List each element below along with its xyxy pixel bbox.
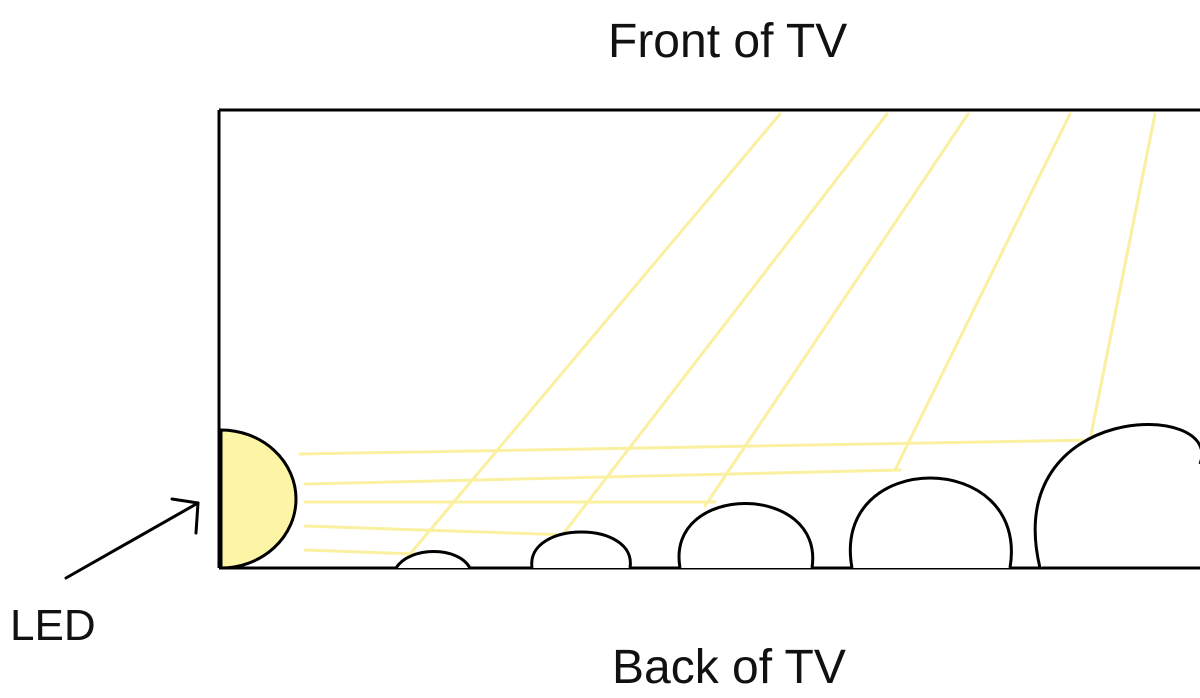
arrow-head xyxy=(170,497,200,535)
reflector-bump-4 xyxy=(848,476,1013,569)
reflector-bump-3 xyxy=(677,502,815,569)
reflector-bump-2 xyxy=(530,530,632,569)
led-ray-2 xyxy=(303,468,902,486)
reflected-ray-2 xyxy=(558,112,889,540)
light-rays xyxy=(298,112,1157,562)
front-of-tv-label: Front of TV xyxy=(608,15,848,68)
reflector-bump-1 xyxy=(394,550,472,569)
led-ray-4 xyxy=(303,524,572,537)
arrow-shaft xyxy=(64,501,200,580)
led-pointer-arrow xyxy=(64,497,200,580)
led-label: LED xyxy=(10,601,96,650)
reflector-bump-5 xyxy=(1033,423,1200,569)
led-ray-5 xyxy=(303,548,417,556)
reflected-ray-5 xyxy=(1088,112,1157,442)
reflector-bumps xyxy=(394,423,1200,569)
reflected-ray-3 xyxy=(703,112,970,508)
back-of-tv-label: Back of TV xyxy=(612,641,846,694)
reflected-ray-1 xyxy=(403,112,782,562)
reflected-ray-4 xyxy=(893,112,1072,472)
led-emitter xyxy=(219,428,298,570)
led-ray-1 xyxy=(298,438,1097,456)
